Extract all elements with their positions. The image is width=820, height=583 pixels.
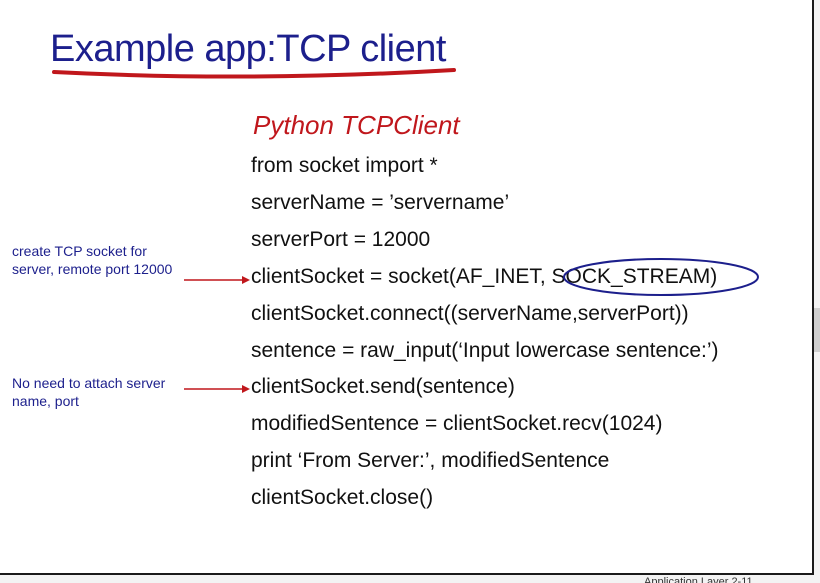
- code-line-2: serverName = ’servername’: [251, 191, 510, 214]
- code-line-6: sentence = raw_input(‘Input lowercase se…: [251, 339, 719, 362]
- slide-footer: Application Layer 2-11: [644, 576, 753, 583]
- slide-border-right: [812, 0, 814, 575]
- code-line-10: clientSocket.close(): [251, 486, 434, 509]
- arrow-to-socket-line: [184, 276, 250, 284]
- annotation-line: No need to attach server: [12, 375, 166, 391]
- code-line-4: clientSocket = socket(AF_INET, SOCK_STRE…: [251, 265, 718, 288]
- annotation-line: create TCP socket for: [12, 243, 147, 259]
- annotation-line: server, remote port 12000: [12, 261, 173, 277]
- arrow-to-send-line: [184, 385, 250, 393]
- annotation-create-socket: create TCP socket for server, remote por…: [12, 242, 172, 278]
- code-line-9: print ‘From Server:’, modifiedSentence: [251, 449, 610, 472]
- title-underline: [52, 68, 456, 79]
- code-subtitle: Python TCPClient: [253, 110, 460, 140]
- vertical-scrollbar[interactable]: [814, 0, 820, 583]
- annotation-line: name, port: [12, 393, 79, 409]
- code-line-8: modifiedSentence = clientSocket.recv(102…: [251, 412, 663, 435]
- scrollbar-thumb[interactable]: [814, 308, 820, 352]
- horizontal-scrollbar[interactable]: [0, 575, 820, 583]
- code-line-7: clientSocket.send(sentence): [251, 375, 515, 398]
- slide-border-bottom: [0, 573, 814, 575]
- code-line-1: from socket import *: [251, 154, 438, 177]
- code-line-5: clientSocket.connect((serverName,serverP…: [251, 302, 689, 325]
- code-line-3: serverPort = 12000: [251, 228, 431, 251]
- slide-title: Example app:TCP client: [50, 28, 446, 70]
- sock-stream-highlight-ellipse: [563, 258, 759, 296]
- annotation-no-attach: No need to attach server name, port: [12, 374, 165, 410]
